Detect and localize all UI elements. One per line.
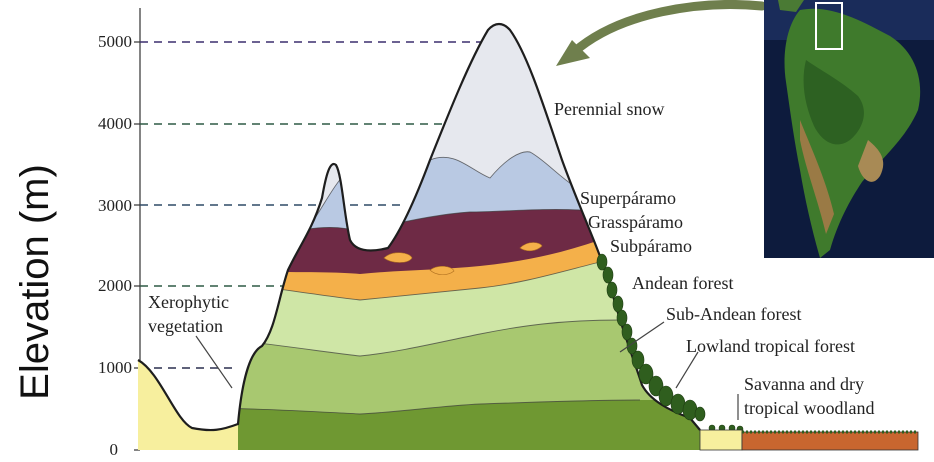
label-savanna-line2: tropical woodland (744, 398, 874, 418)
y-axis-label: Elevation (m) (13, 164, 57, 400)
savanna-ground (700, 430, 742, 450)
tick-1000: 1000 (98, 358, 132, 377)
savanna-soil-strip (742, 432, 918, 450)
tick-3000: 3000 (98, 196, 132, 215)
label-lowland-tropical-forest: Lowland tropical forest (686, 336, 855, 356)
label-perennial-snow: Perennial snow (554, 99, 664, 119)
tick-0: 0 (110, 440, 119, 457)
label-sub-andean-forest: Sub-Andean forest (666, 304, 801, 324)
label-superparamo: Superpáramo (580, 188, 676, 208)
label-xerophytic-line1: Xerophytic (148, 292, 229, 312)
south-america-satellite-map-icon (764, 0, 934, 258)
location-arrow (556, 5, 762, 66)
label-savanna-line1: Savanna and dry (744, 374, 864, 394)
label-subparamo: Subpáramo (610, 236, 692, 256)
label-grassparamo: Grasspáramo (588, 212, 683, 232)
tick-4000: 4000 (98, 114, 132, 133)
tick-5000: 5000 (98, 32, 132, 51)
label-xerophytic-line2: vegetation (148, 316, 223, 336)
tick-2000: 2000 (98, 276, 132, 295)
label-andean-forest: Andean forest (632, 273, 733, 293)
